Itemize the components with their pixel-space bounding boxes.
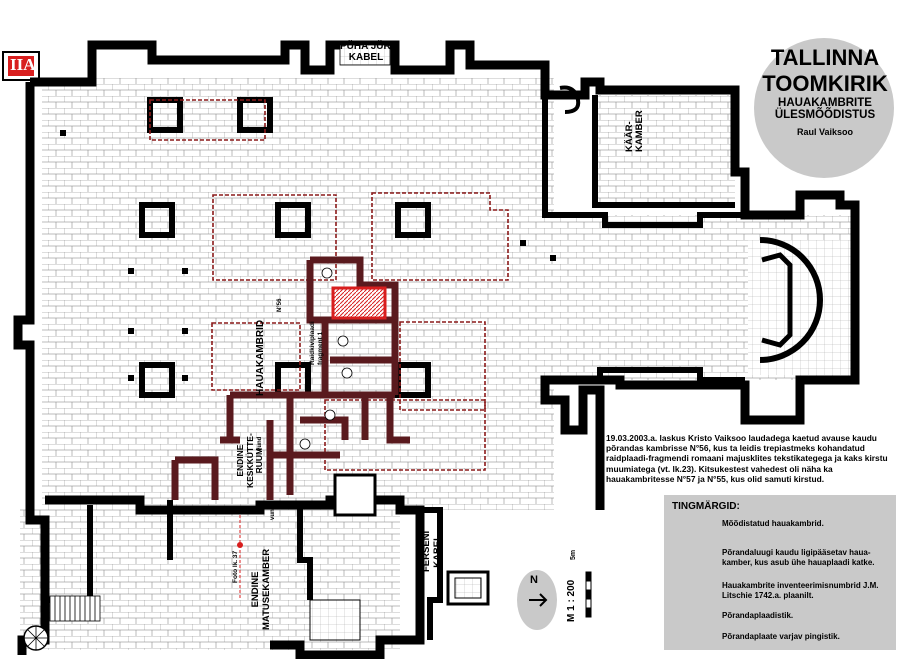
corner-number-box — [2, 51, 40, 81]
label-endine-matusekamber: ENDINE MATUSEKAMBER — [250, 549, 272, 630]
label-vund-1: vund — [257, 436, 263, 451]
label-scale: M 1 : 200 — [566, 579, 577, 622]
label-ekk-3: RUUM — [254, 447, 264, 474]
label-ferseni: FERSENI KABEL — [421, 530, 443, 572]
legend-title: TINGMÄRGID: — [672, 501, 740, 512]
author: Raul Vaiksoo — [796, 127, 854, 137]
label-n56: N°56 — [277, 298, 283, 312]
label-ekk-1: ENDINE — [235, 444, 245, 477]
label-fragment-1: Raidkiviplaadi — [309, 321, 316, 365]
label-emk-1: ENDINE — [250, 571, 261, 608]
legend-item-pews: Põrandaplaate varjav pingistik. — [722, 632, 840, 641]
stairs — [23, 44, 391, 651]
label-emk-2: MATUSEKAMBER — [261, 548, 272, 630]
legend-item-tiles: Põrandaplaadistik. — [722, 611, 794, 620]
title-background — [754, 38, 894, 178]
legend-item-hatch: Põrandaluugi kaudu ligipääsetav haua-kam… — [722, 548, 875, 567]
hatch-chamber-56 — [331, 286, 387, 320]
title-line-2: TOOMKIRIK — [762, 71, 888, 96]
pews — [149, 99, 509, 471]
chamber-number-markers — [299, 267, 353, 450]
apse — [759, 237, 823, 363]
legend: TINGMÄRGID: Mõõdistatud hauakambrid. Põr… — [664, 495, 896, 650]
label-foto: Foto lk. 37 — [232, 550, 239, 583]
chambers — [171, 256, 410, 500]
title-line-1: TALLINNA — [770, 45, 880, 70]
scale-bar — [585, 571, 592, 618]
label-vund-2: vund — [270, 505, 276, 520]
label-fragment-2: fragment 1 — [317, 331, 324, 365]
description-note: 19.03.2003.a. laskus Kristo Vaiksoo laud… — [606, 433, 888, 484]
north-label: N — [530, 574, 538, 586]
label-chapel-top: PÜHA JÜRI KABEL — [340, 41, 394, 63]
foto-marker — [237, 515, 243, 600]
subtitle-line-2: ÜLESMÕÕDISTUS — [774, 109, 876, 121]
north-arrow — [517, 570, 557, 630]
label-scale-len: 5m — [570, 549, 577, 560]
floor-tiles — [20, 78, 855, 650]
legend-item-measured: Mõõdistatud hauakambrid. — [722, 519, 824, 528]
ferseni-chapel — [309, 473, 490, 641]
label-hauakambrid: HAUAKAMBRID — [255, 319, 266, 396]
small-pillars — [60, 130, 556, 381]
label-chapel-top-1: PÜHA JÜRI — [340, 41, 394, 52]
label-kaarkamber: KÄÄR- KAMBER — [624, 110, 645, 152]
label-ferseni-2: KABEL — [431, 535, 443, 568]
label-kaar-2: KAMBER — [634, 110, 645, 152]
label-ferseni-1: FERSENI — [421, 530, 432, 572]
label-ekk-2: KESKKÜTTE- — [244, 433, 255, 488]
subtitle-line-1: HAUAKAMBRITE — [778, 97, 872, 109]
label-fragment: Raidkiviplaadi fragment 1 — [309, 321, 325, 365]
vestry-stair — [559, 85, 581, 114]
title-block: TALLINNA TOOMKIRIK HAUAKAMBRITE ÜLESMÕÕD… — [752, 45, 898, 165]
label-chapel-top-2: KABEL — [348, 51, 384, 63]
legend-item-numbers: Hauakambrite inventeerimisnumbrid J.M. L… — [722, 581, 879, 600]
corner-number: IIA — [10, 55, 36, 74]
